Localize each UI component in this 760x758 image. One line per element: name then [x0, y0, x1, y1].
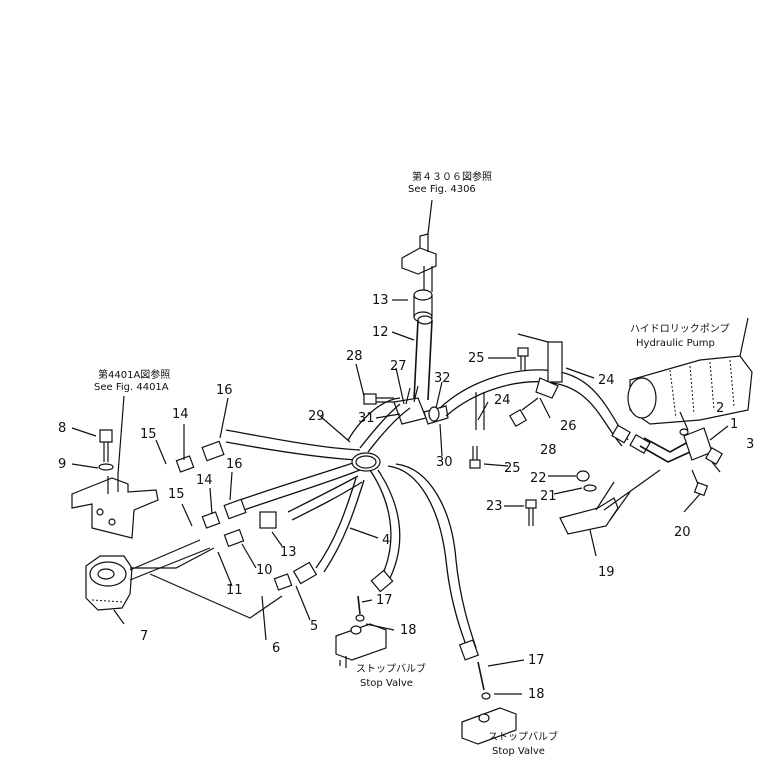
fitting-leaders: [130, 547, 283, 619]
bolt-25-lower: [469, 446, 481, 469]
hydraulic-pump-jp: ハイドロリックポンプ: [630, 323, 730, 335]
stop-valve-1-en: Stop Valve: [360, 678, 413, 689]
bolt-8: [99, 429, 113, 462]
part-label-30: 30: [436, 455, 453, 470]
elbow-17a: [355, 595, 365, 622]
part-label-18a: 18: [400, 623, 417, 638]
part-label-10: 10: [256, 563, 273, 578]
bolt-23: [525, 499, 537, 526]
part-label-7: 7: [140, 629, 148, 644]
part-label-8: 8: [58, 421, 66, 436]
hose-fittings: [175, 424, 651, 661]
motor-7: [85, 539, 211, 611]
bolt-25-upper: [517, 347, 529, 370]
ref-leader-4306: [427, 199, 433, 235]
bracket-19: [559, 469, 661, 535]
ref-4306-jp: 第４３０６図参照: [412, 170, 492, 183]
part-label-28b: 28: [540, 443, 557, 458]
upper-valve-assembly: [401, 233, 437, 323]
part-label-21: 21: [540, 489, 557, 504]
stop-valve-2: [461, 707, 517, 745]
part-label-32: 32: [434, 371, 451, 386]
part-label-16b: 16: [226, 457, 243, 472]
ref-leader-4401a: [117, 395, 125, 475]
part-label-24b: 24: [494, 393, 511, 408]
part-label-4: 4: [382, 533, 390, 548]
part-label-13b: 13: [280, 545, 297, 560]
part-label-2: 2: [716, 401, 724, 416]
part-label-17b: 17: [528, 653, 545, 668]
part-label-23: 23: [486, 499, 503, 514]
elbow-pipe-1: [639, 427, 713, 463]
part-label-9: 9: [58, 457, 66, 472]
part-label-24a: 24: [598, 373, 615, 388]
part-label-15b: 15: [168, 487, 185, 502]
pipe-12: [413, 315, 433, 401]
hydraulic-pump-en: Hydraulic Pump: [636, 338, 715, 349]
elbow-17b: [477, 661, 491, 700]
bolt-28-left: [363, 393, 394, 405]
part-label-15a: 15: [140, 427, 157, 442]
washer-21: [583, 484, 597, 492]
left-bracket: [71, 474, 159, 539]
part-label-18b: 18: [528, 687, 545, 702]
part-label-31: 31: [358, 411, 375, 426]
part-label-3: 3: [746, 437, 754, 452]
part-label-12: 12: [372, 325, 389, 340]
part-label-13a: 13: [372, 293, 389, 308]
part-label-19: 19: [598, 565, 615, 580]
part-leaders: [71, 299, 729, 695]
part-label-25a: 25: [468, 351, 485, 366]
stop-valve-1-jp: ストップバルブ: [356, 662, 426, 675]
bracket-24: [517, 333, 563, 383]
hose-bundle: [225, 369, 629, 651]
part-label-27: 27: [390, 359, 407, 374]
part-label-17a: 17: [376, 593, 393, 608]
part-label-20: 20: [674, 525, 691, 540]
part-label-11: 11: [226, 583, 243, 598]
bolt-20: [691, 469, 709, 497]
part-label-6: 6: [272, 641, 280, 656]
stop-valve-2-en: Stop Valve: [492, 746, 545, 757]
ref-4306-en: See Fig. 4306: [408, 184, 476, 195]
seal-2: [679, 428, 689, 436]
hydraulic-pump: [627, 317, 753, 425]
bolt-3: [704, 446, 724, 473]
part-label-26: 26: [560, 419, 577, 434]
clamp-26: [475, 377, 559, 430]
part-label-16a: 16: [216, 383, 233, 398]
ref-4401a-en: See Fig. 4401A: [94, 382, 169, 393]
ref-4401a-jp: 第4401A図参照: [98, 368, 170, 381]
stop-valve-1: [335, 623, 387, 668]
part-labels: 1 2 3 4 5 6 7 8 9 10 11 12 13 13 14 14 1…: [58, 293, 754, 702]
part-label-22: 22: [530, 471, 547, 486]
part-label-14a: 14: [172, 407, 189, 422]
nut-22: [576, 470, 590, 482]
part-label-28a: 28: [346, 349, 363, 364]
bolt-28-right: [508, 397, 539, 428]
part-label-1: 1: [730, 417, 738, 432]
part-label-25b: 25: [504, 461, 521, 476]
part-label-14b: 14: [196, 473, 213, 488]
stop-valve-2-jp: ストップバルブ: [488, 730, 558, 743]
part-label-29: 29: [308, 409, 325, 424]
part-label-5: 5: [310, 619, 318, 634]
washer-9: [98, 463, 114, 471]
